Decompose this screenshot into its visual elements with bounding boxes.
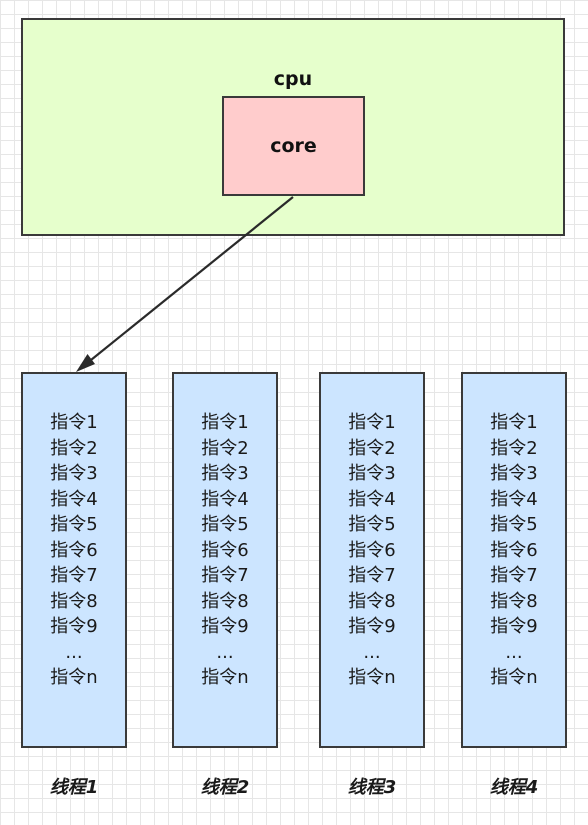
thread-column-1: 指令1 指令2 指令3 指令4 指令5 指令6 指令7 指令8 指令9 ... … xyxy=(21,372,127,748)
instruction-item: 指令4 xyxy=(348,488,396,510)
instruction-item: 指令8 xyxy=(490,590,538,612)
instruction-item: 指令9 xyxy=(348,616,396,637)
thread-label-2: 线程2 xyxy=(200,777,250,798)
instruction-item: 指令2 xyxy=(490,437,538,459)
instruction-item: 指令3 xyxy=(50,463,98,484)
thread-label-1: 线程1 xyxy=(49,777,99,798)
instruction-item: 指令6 xyxy=(201,539,249,561)
instruction-item: 指令4 xyxy=(201,488,249,510)
instruction-item: 指令6 xyxy=(50,539,98,561)
instruction-ellipsis: ... xyxy=(65,641,83,663)
cpu-label: cpu xyxy=(273,68,313,90)
instruction-item: 指令4 xyxy=(490,488,538,510)
thread-label-4: 线程4 xyxy=(489,777,539,798)
instruction-item: 指令5 xyxy=(201,514,249,535)
instruction-ellipsis: ... xyxy=(216,641,234,663)
instruction-item: 指令9 xyxy=(490,616,538,637)
thread-column-4: 指令1 指令2 指令3 指令4 指令5 指令6 指令7 指令8 指令9 ... … xyxy=(461,372,567,748)
instruction-item: 指令8 xyxy=(348,590,396,612)
instruction-item: 指令7 xyxy=(50,565,98,586)
instruction-item: 指令4 xyxy=(50,488,98,510)
instruction-item: 指令8 xyxy=(201,590,249,612)
instruction-item: 指令n xyxy=(50,667,98,688)
instruction-ellipsis: ... xyxy=(363,641,381,663)
instruction-item: 指令3 xyxy=(490,463,538,484)
instruction-item: 指令7 xyxy=(201,565,249,586)
instruction-item: 指令3 xyxy=(348,463,396,484)
instruction-item: 指令5 xyxy=(490,514,538,535)
thread-column-3: 指令1 指令2 指令3 指令4 指令5 指令6 指令7 指令8 指令9 ... … xyxy=(319,372,425,748)
instruction-item: 指令2 xyxy=(201,437,249,459)
instruction-item: 指令8 xyxy=(50,590,98,612)
instruction-item: 指令n xyxy=(348,667,396,688)
instruction-item: 指令2 xyxy=(348,437,396,459)
instruction-ellipsis: ... xyxy=(505,641,523,663)
thread-label-3: 线程3 xyxy=(347,777,397,798)
instruction-item: 指令5 xyxy=(348,514,396,535)
instruction-item: 指令n xyxy=(490,667,538,688)
instruction-item: 指令9 xyxy=(50,616,98,637)
instruction-item: 指令2 xyxy=(50,437,98,459)
instruction-item: 指令1 xyxy=(50,412,98,433)
instruction-item: 指令7 xyxy=(490,565,538,586)
instruction-item: 指令7 xyxy=(348,565,396,586)
instruction-item: 指令9 xyxy=(201,616,249,637)
thread-column-2: 指令1 指令2 指令3 指令4 指令5 指令6 指令7 指令8 指令9 ... … xyxy=(172,372,278,748)
instruction-item: 指令6 xyxy=(490,539,538,561)
core-box: core xyxy=(222,96,365,196)
instruction-item: 指令5 xyxy=(50,514,98,535)
instruction-item: 指令1 xyxy=(490,412,538,433)
instruction-item: 指令n xyxy=(201,667,249,688)
instruction-item: 指令6 xyxy=(348,539,396,561)
instruction-item: 指令1 xyxy=(348,412,396,433)
core-label: core xyxy=(270,135,317,157)
instruction-item: 指令1 xyxy=(201,412,249,433)
instruction-item: 指令3 xyxy=(201,463,249,484)
